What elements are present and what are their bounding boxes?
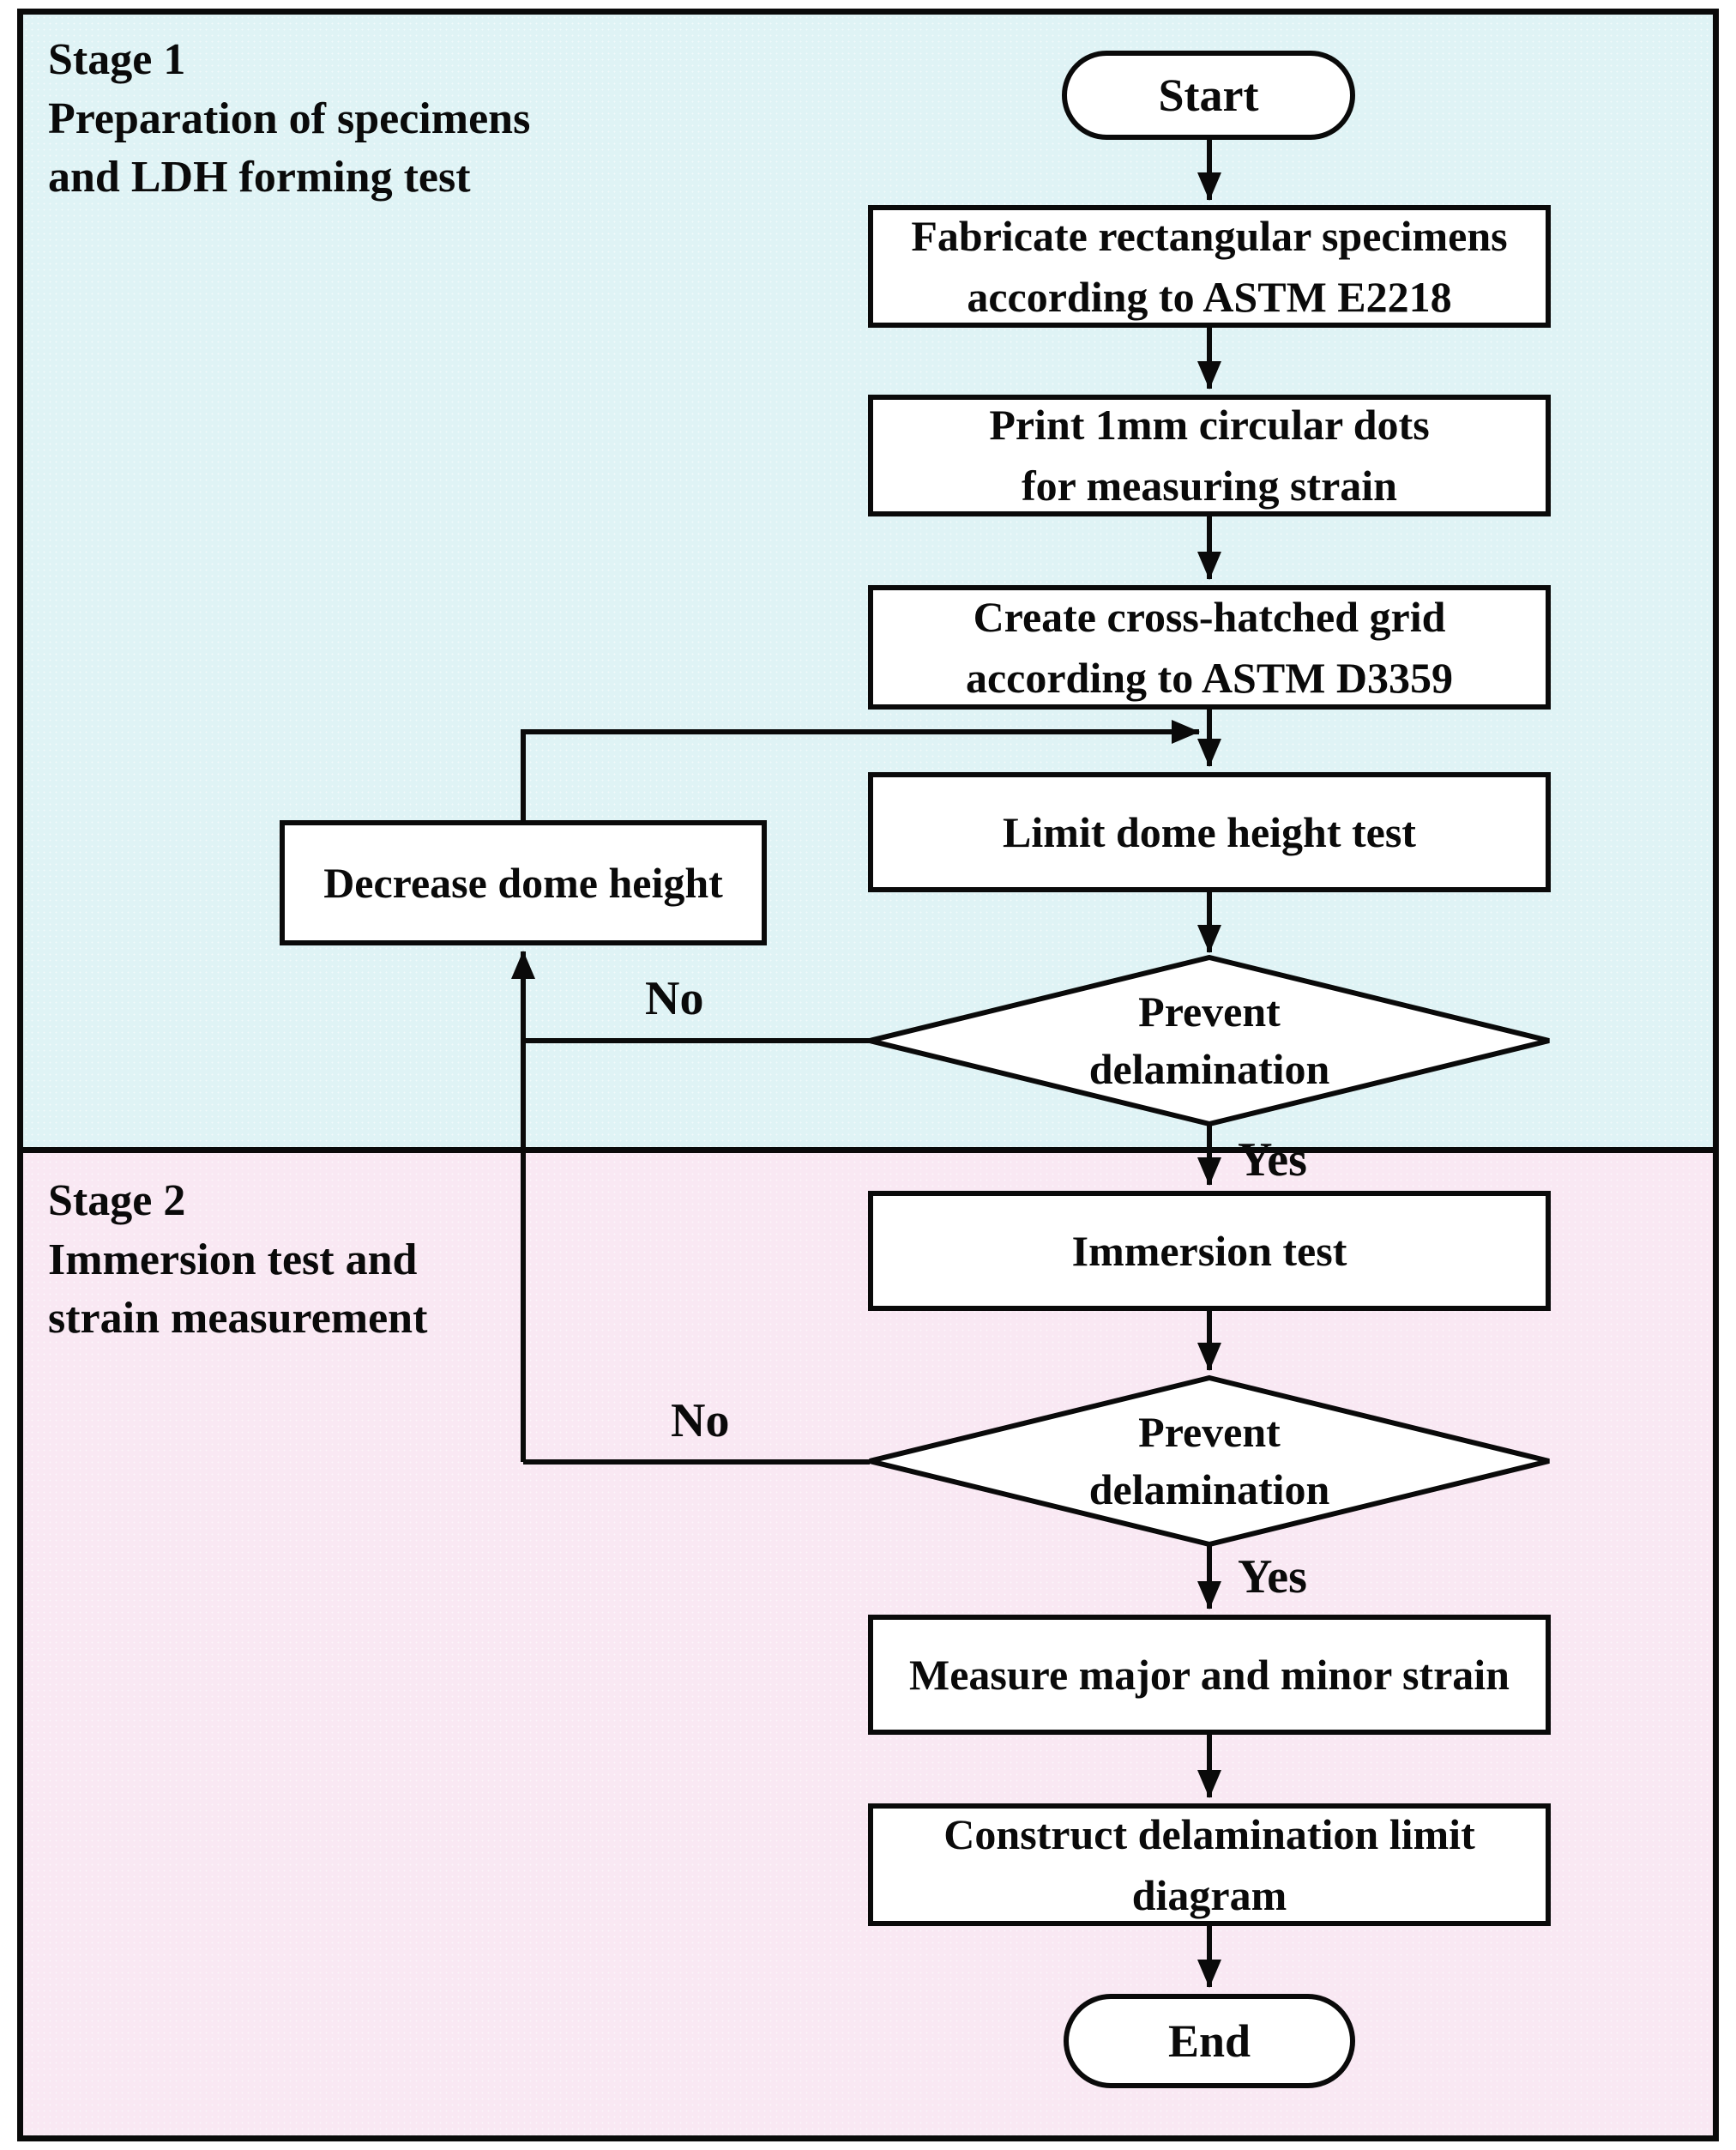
decision-prevent-delamination-2: Prevent delamination: [866, 1374, 1552, 1548]
edge-label-no-2: No: [671, 1394, 730, 1447]
edge-label-no-1: No: [645, 972, 704, 1025]
decision2-label: Prevent delamination: [1088, 1407, 1330, 1514]
edge-label-yes-1: Yes: [1238, 1133, 1307, 1187]
diamond-shape-icon: [869, 954, 1550, 1127]
edge-decrease-loop-to-ldhtest: [521, 720, 1200, 820]
process-decrease-dome-height: Decrease dome height: [280, 820, 767, 945]
process-limit-dome-height-test: Limit dome height test: [868, 772, 1551, 892]
process-print-dots: Print 1mm circular dots for measuring st…: [868, 395, 1551, 516]
process-create-grid: Create cross-hatched grid according to A…: [868, 585, 1551, 710]
decision1-label: Prevent delamination: [1088, 987, 1330, 1094]
edge-label-yes-2: Yes: [1238, 1550, 1307, 1603]
diamond-shape-icon: [869, 1374, 1550, 1548]
decision-prevent-delamination-1: Prevent delamination: [866, 954, 1552, 1127]
stage2-label: Stage 2 Immersion test and strain measur…: [48, 1176, 428, 1344]
terminator-start: Start: [1062, 51, 1355, 140]
process-measure-strain: Measure major and minor strain: [868, 1615, 1551, 1735]
process-fabricate-specimens: Fabricate rectangular specimens accordin…: [868, 205, 1551, 328]
process-immersion-test: Immersion test: [868, 1191, 1551, 1311]
stage1-label: Stage 1 Preparation of specimens and LDH…: [48, 35, 531, 202]
stage1-region: [17, 9, 1719, 1153]
process-construct-diagram: Construct delamination limit diagram: [868, 1803, 1551, 1926]
terminator-end: End: [1064, 1994, 1355, 2088]
